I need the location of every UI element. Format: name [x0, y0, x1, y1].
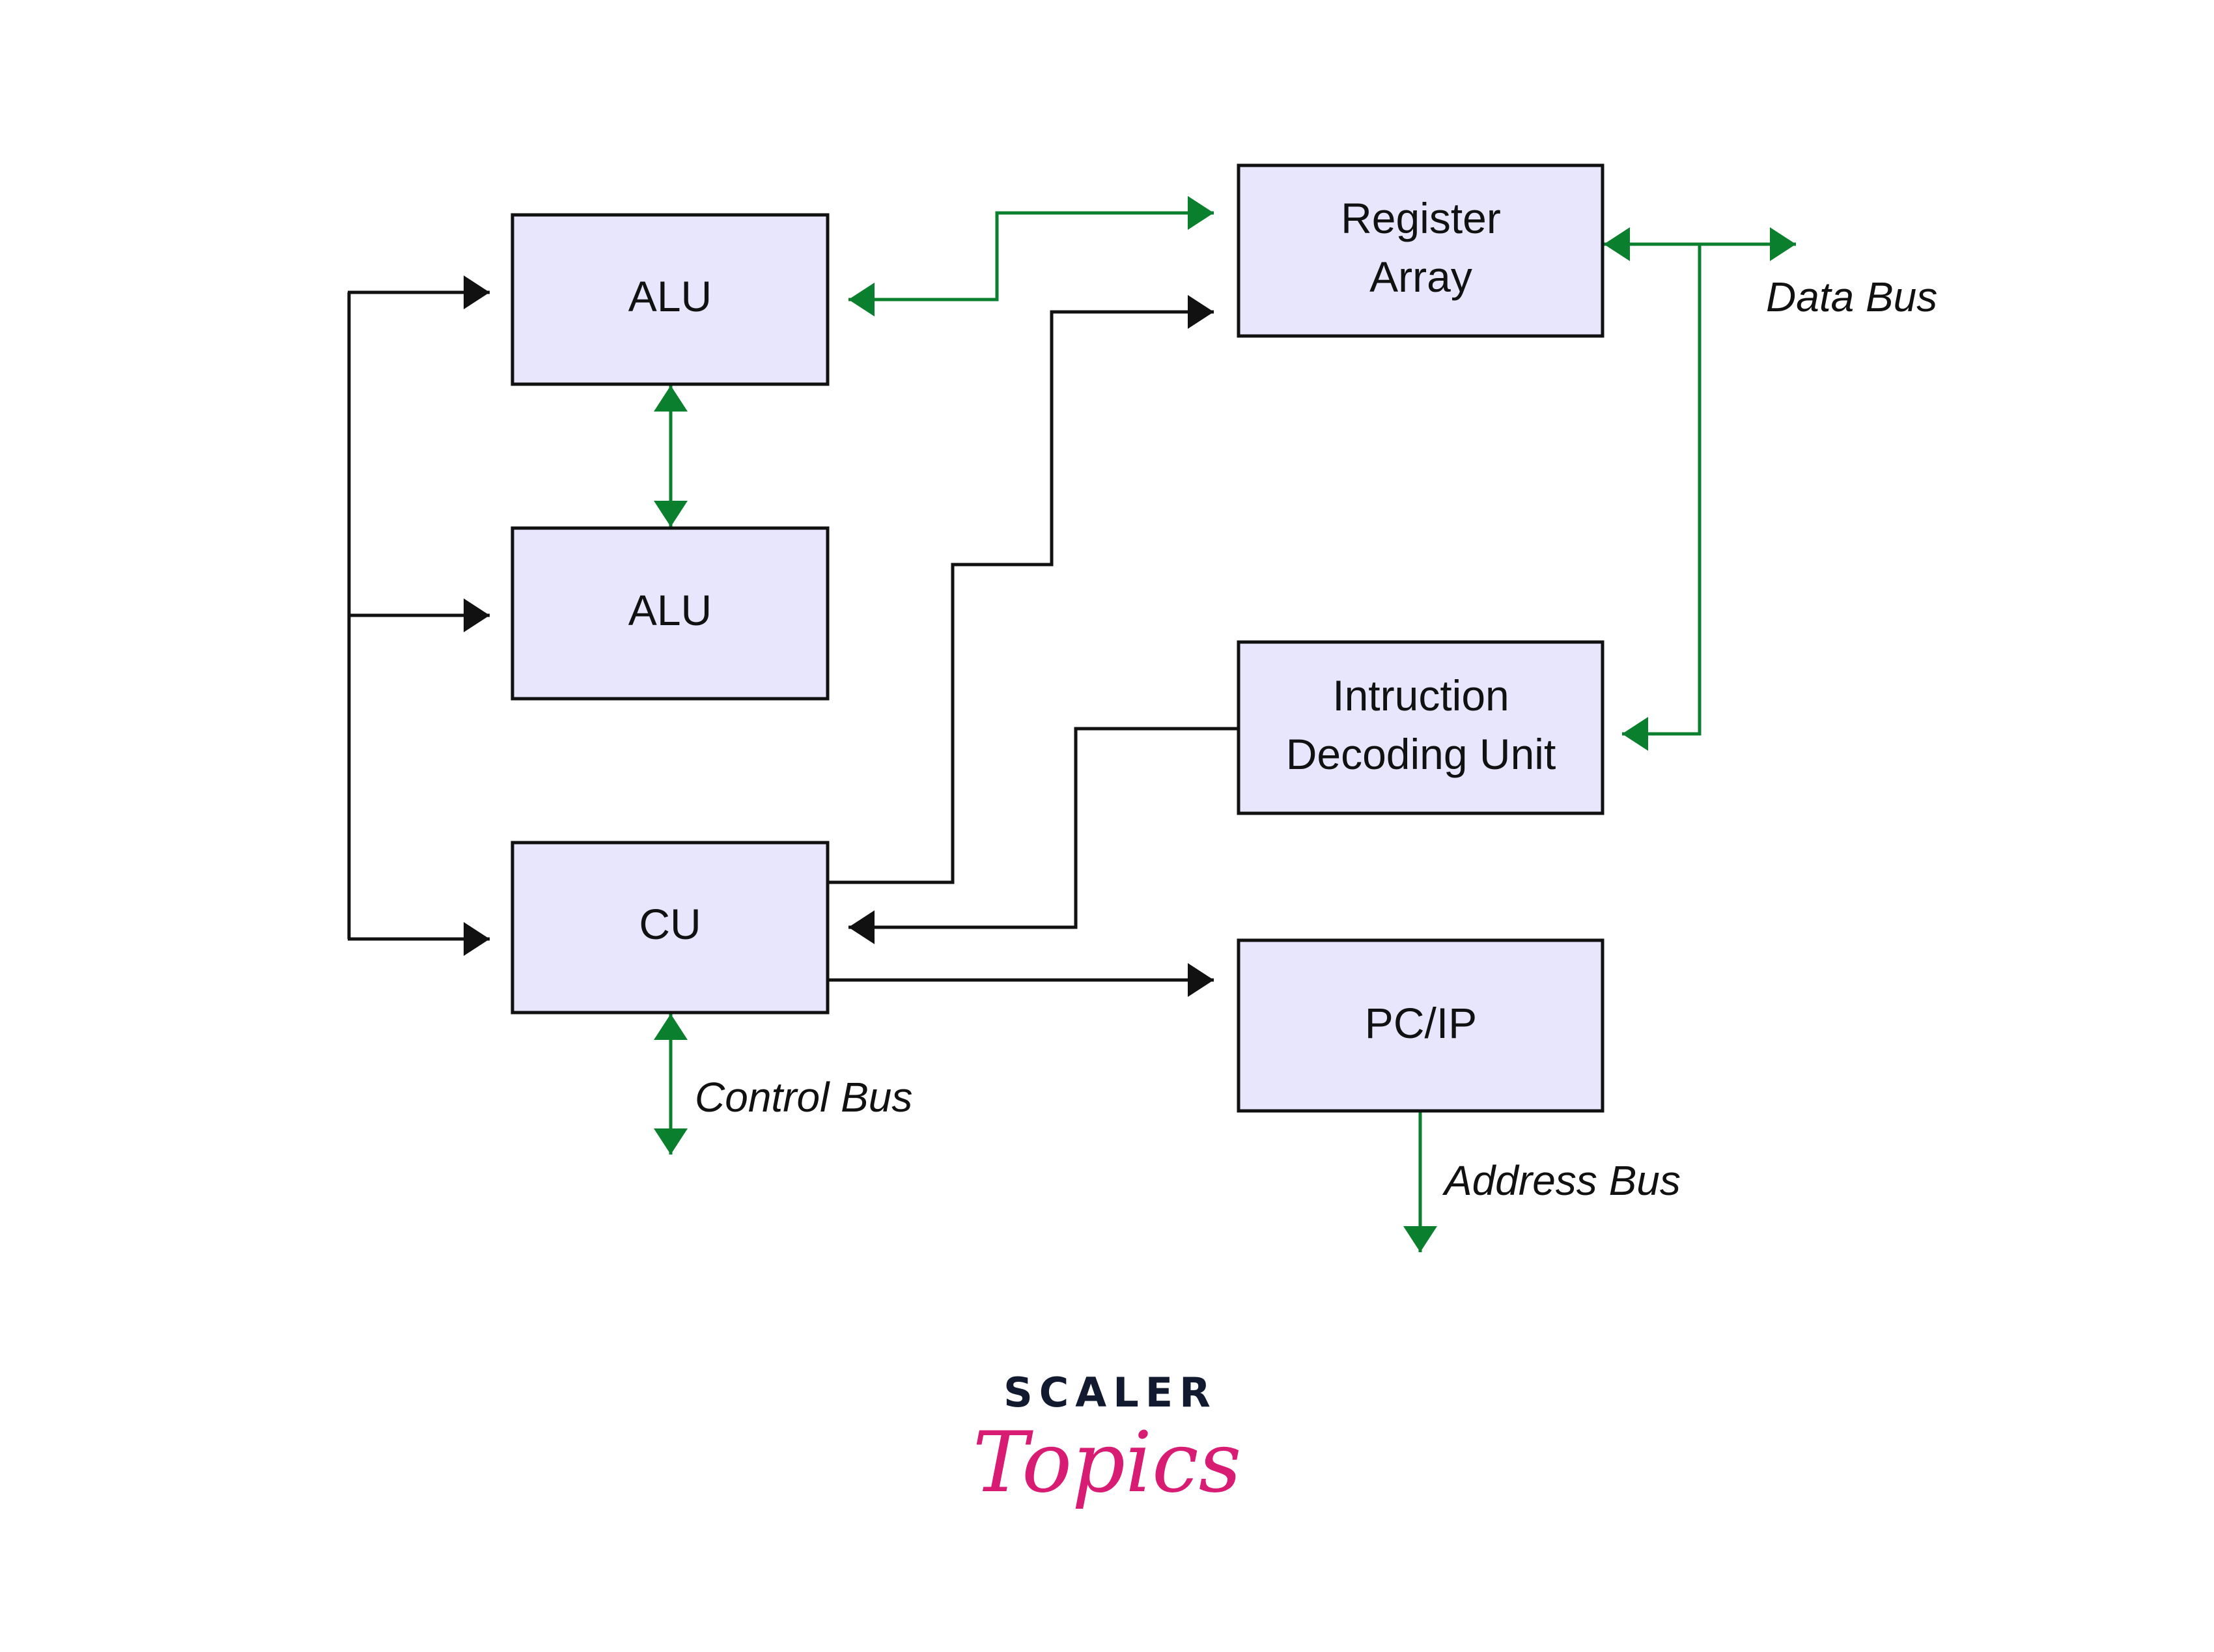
address-bus-label: Address Bus: [1442, 1157, 1681, 1204]
bus-alu-register-array: [848, 196, 1214, 316]
box-label-line-2: Array: [1369, 253, 1472, 301]
wire-idu-to-cu: [848, 727, 1239, 944]
scaler-topics-logo: SCALER Topics: [973, 1369, 1242, 1511]
box-alu-top: ALU: [511, 213, 830, 386]
control-bus-label: Control Bus: [695, 1074, 912, 1121]
box-label-line-1: Register: [1341, 194, 1501, 242]
box-pc-ip: PC/IP: [1237, 938, 1604, 1113]
data-bus-to-idu: [1622, 244, 1702, 751]
box-instruction-decoding-unit: Intruction Decoding Unit: [1237, 640, 1604, 815]
wire-cu-to-register-array: [828, 295, 1214, 884]
box-alu-bottom: ALU: [511, 526, 830, 701]
box-label: PC/IP: [1365, 999, 1477, 1047]
box-label-line-2: Decoding Unit: [1286, 730, 1556, 778]
data-bus-label: Data Bus: [1766, 273, 1937, 320]
box-label-line-1: Intruction: [1332, 671, 1509, 720]
box-cu: CU: [511, 841, 830, 1015]
box-label: ALU: [628, 586, 712, 634]
bus-wires: [654, 196, 1796, 1252]
box-label: ALU: [628, 272, 712, 320]
logo-brand-text: SCALER: [1003, 1369, 1217, 1416]
logo-subbrand-text: Topics: [973, 1414, 1242, 1511]
box-register-array: Register Array: [1237, 163, 1604, 338]
box-label: CU: [639, 900, 701, 948]
